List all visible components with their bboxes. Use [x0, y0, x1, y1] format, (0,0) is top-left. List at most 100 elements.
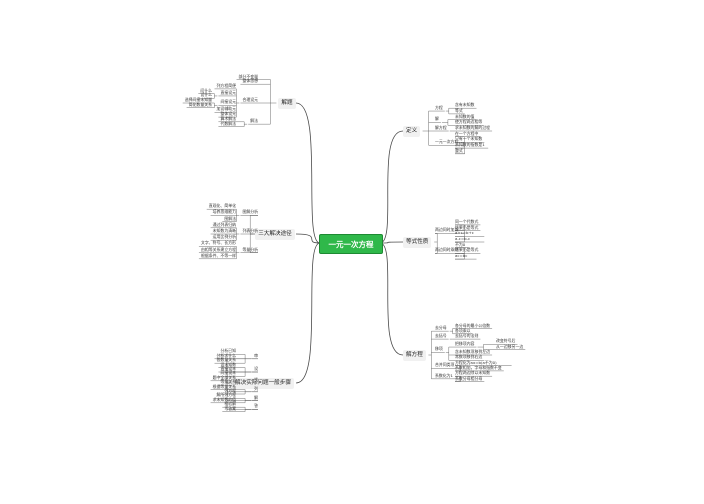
- right-node-d2[interactable]: 方程两边除以未知数: [455, 370, 491, 376]
- right-node-d1[interactable]: 解: [435, 116, 439, 122]
- left-node-d2[interactable]: 直观化、简单化: [208, 203, 236, 209]
- left-node-d2[interactable]: 直接设未: [220, 366, 236, 371]
- right-node-d2[interactable]: 系数分母相分母: [455, 375, 483, 381]
- left-node-d2[interactable]: 由相等关系建立方程: [200, 246, 236, 252]
- right-node-d2[interactable]: 等式: [455, 107, 463, 113]
- left-node-d3[interactable]: 选择间接未知量: [184, 97, 212, 102]
- right-node-d3[interactable]: 从一边移另一边: [496, 343, 524, 349]
- connector-line: [295, 233, 321, 244]
- right-node-d2[interactable]: 含有未知数: [455, 102, 475, 108]
- right-node-d2[interactable]: 结果仍是等式: [455, 247, 479, 253]
- right-node-d1[interactable]: 一元一次方程: [435, 139, 459, 145]
- left-node-d2[interactable]: 列方程简便: [216, 82, 236, 88]
- left-node-d1[interactable]: 列表分析: [242, 228, 258, 233]
- left-node-d2[interactable]: 加设辅助元: [216, 106, 236, 112]
- left-node-d2[interactable]: 间接设未: [220, 370, 236, 376]
- left-node-d2[interactable]: 运用比例分析: [212, 234, 236, 240]
- right-node-d2[interactable]: 结果仍是等式: [455, 224, 479, 230]
- right-node-d2[interactable]: 系数相加，字母和指数不变: [455, 364, 502, 370]
- right-branch-topic[interactable]: 定义: [403, 125, 421, 137]
- right-node-d1[interactable]: 移项: [435, 346, 443, 352]
- right-node-d2[interactable]: 未知数的值: [455, 113, 475, 119]
- left-node-d1[interactable]: 找: [254, 377, 258, 382]
- left-node-d2[interactable]: 通过列表归纳: [212, 221, 236, 227]
- right-node-d3[interactable]: 改变符号后: [496, 338, 516, 344]
- left-node-d2[interactable]: 直接设元: [220, 89, 236, 95]
- left-node-d2[interactable]: 等量关系: [220, 379, 236, 385]
- left-node-d1[interactable]: 列: [254, 385, 258, 391]
- right-node-d2[interactable]: 常数项移到右边: [455, 354, 483, 360]
- left-node-d2[interactable]: 检验解: [224, 401, 236, 407]
- left-node-d2[interactable]: 根据等量关系: [212, 383, 236, 389]
- right-node-d2[interactable]: 不为0: [455, 241, 466, 247]
- left-node-d2[interactable]: 设未知数: [220, 361, 236, 367]
- right-node-d2[interactable]: 使方程两边相等: [455, 119, 483, 125]
- right-node-d1[interactable]: 两边同时加减: [435, 227, 459, 233]
- left-node-d1[interactable]: 合理设元: [242, 97, 258, 102]
- right-branch-topic[interactable]: 等式性质: [403, 236, 432, 248]
- right-node-d2[interactable]: 未知数的指数是1: [455, 142, 485, 148]
- left-node-d3[interactable]: 问什么: [200, 87, 212, 93]
- left-node-d2[interactable]: 列方程: [224, 388, 236, 393]
- right-node-d2[interactable]: 方程化为ax=b(a不为0): [455, 359, 497, 365]
- right-node-d2[interactable]: 各项乘以: [455, 327, 471, 333]
- left-node-d2[interactable]: 代数解法: [220, 120, 236, 126]
- right-node-d2[interactable]: 在一个方程中: [455, 130, 479, 136]
- left-node-d1[interactable]: 解法: [250, 118, 258, 124]
- left-node-d2[interactable]: 解所列方程: [216, 392, 236, 398]
- right-node-d2[interactable]: 含未知数项移到左边: [455, 349, 491, 354]
- right-node-d1[interactable]: 两边同时乘除: [435, 247, 459, 253]
- connector-line: [379, 242, 404, 356]
- right-node-d2[interactable]: 各分母的最小公倍数: [455, 322, 491, 328]
- left-node-d1[interactable]: 整体思想: [242, 78, 258, 84]
- left-node-d2[interactable]: 间接设元: [220, 99, 236, 105]
- connector-line: [379, 241, 404, 244]
- left-node-d1[interactable]: 等量分析: [242, 246, 258, 252]
- left-node-d2[interactable]: 算术解法: [220, 115, 236, 121]
- left-node-d1[interactable]: 答: [254, 403, 258, 409]
- right-node-d2[interactable]: a-c=b-c: [455, 236, 471, 241]
- right-branch-topic[interactable]: 解方程: [403, 349, 426, 361]
- right-node-d2[interactable]: 去括号的法则: [455, 333, 479, 339]
- left-node-d2[interactable]: 求未知数的值: [212, 396, 236, 402]
- connector-line: [295, 102, 321, 244]
- left-node-d2[interactable]: 根据条件、不等一样: [200, 252, 236, 258]
- left-node-d2[interactable]: 未知数为清晰: [212, 228, 236, 233]
- connector-line: [379, 130, 404, 244]
- left-node-d2[interactable]: 各数量关系: [216, 357, 236, 363]
- left-node-d2[interactable]: 分析求什么: [216, 352, 236, 358]
- left-branch-topic[interactable]: 解题: [278, 97, 296, 109]
- left-node-d2[interactable]: 图解法: [224, 215, 236, 221]
- root-topic[interactable]: 一元一次方程: [319, 234, 383, 254]
- right-node-d2[interactable]: 整式: [455, 147, 463, 153]
- left-branch-topic[interactable]: 三大解决途径: [255, 228, 295, 240]
- left-node-d3[interactable]: 设什么: [200, 92, 212, 98]
- right-node-d1[interactable]: 方程: [435, 105, 443, 111]
- left-node-d2[interactable]: 题中全部关系: [212, 374, 236, 380]
- right-node-d2[interactable]: a+c=b+c: [455, 230, 474, 236]
- left-node-d2[interactable]: 培养思维能力: [212, 209, 236, 215]
- left-node-d1[interactable]: 解: [254, 394, 258, 400]
- right-node-d2[interactable]: 把移项内容: [455, 341, 475, 347]
- left-node-d3[interactable]: 简化数量关系: [188, 101, 212, 107]
- right-node-d2[interactable]: 求未知数的解的过程: [455, 125, 491, 130]
- left-node-d1[interactable]: 审: [254, 352, 258, 358]
- left-branch-topic[interactable]: 解决实际问题一般步骤: [232, 377, 294, 389]
- left-node-d1[interactable]: 图解分析: [242, 209, 258, 215]
- right-node-d2[interactable]: ac=bc: [455, 253, 468, 259]
- right-node-d1[interactable]: 去括号: [435, 333, 447, 339]
- left-node-d2[interactable]: 分析已知: [220, 348, 236, 354]
- right-node-d2[interactable]: 只有一个未知数: [455, 136, 483, 142]
- right-node-d1[interactable]: 合并同类项: [435, 362, 455, 368]
- right-node-d2[interactable]: 同一个代数式: [455, 218, 479, 224]
- left-node-d2[interactable]: 写答案: [224, 405, 236, 411]
- right-node-d1[interactable]: 解方程: [435, 125, 447, 130]
- left-node-d2[interactable]: 文字、符号、长方形: [200, 240, 236, 246]
- right-node-d1[interactable]: 去分母: [435, 325, 447, 331]
- left-node-d2[interactable]: 整体设元: [220, 111, 236, 117]
- right-node-d1[interactable]: 系数化为1: [435, 372, 454, 378]
- left-node-d1[interactable]: 部分不变量: [238, 73, 258, 79]
- left-node-d1[interactable]: 设: [254, 366, 258, 371]
